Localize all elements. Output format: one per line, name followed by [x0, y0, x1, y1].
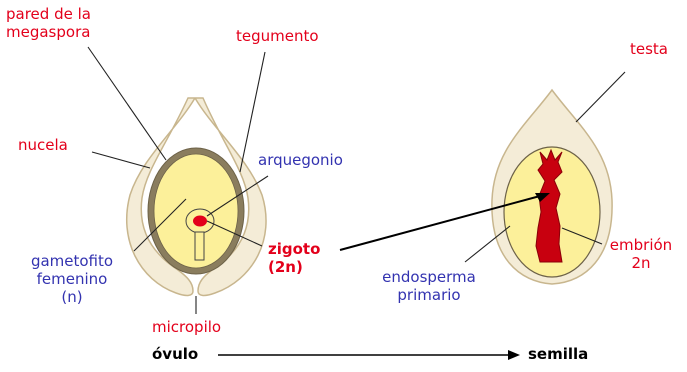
caption-ovule: óvulo: [152, 345, 198, 363]
label-micropyle: micropilo: [152, 318, 221, 336]
label-archegonium: arquegonio: [258, 151, 343, 169]
label-megaspore-wall: pared de la megaspora: [6, 5, 91, 41]
label-nucellus: nucela: [18, 136, 68, 154]
label-female-gametophyte: gametofito femenino (n): [14, 252, 130, 306]
caption-seed: semilla: [528, 345, 588, 363]
ovule-to-seed-arrow: [218, 350, 520, 360]
label-zygote: zigoto (2n): [268, 240, 320, 276]
label-testa: testa: [630, 40, 668, 58]
leader-megaspore-wall: [88, 47, 166, 160]
label-integument: tegumento: [236, 27, 319, 45]
label-embryo: embrión 2n: [598, 236, 684, 272]
leader-testa: [576, 72, 625, 122]
label-endosperm: endosperma primario: [370, 268, 488, 304]
leader-nucellus: [92, 152, 150, 168]
zygote-cell: [193, 216, 207, 227]
